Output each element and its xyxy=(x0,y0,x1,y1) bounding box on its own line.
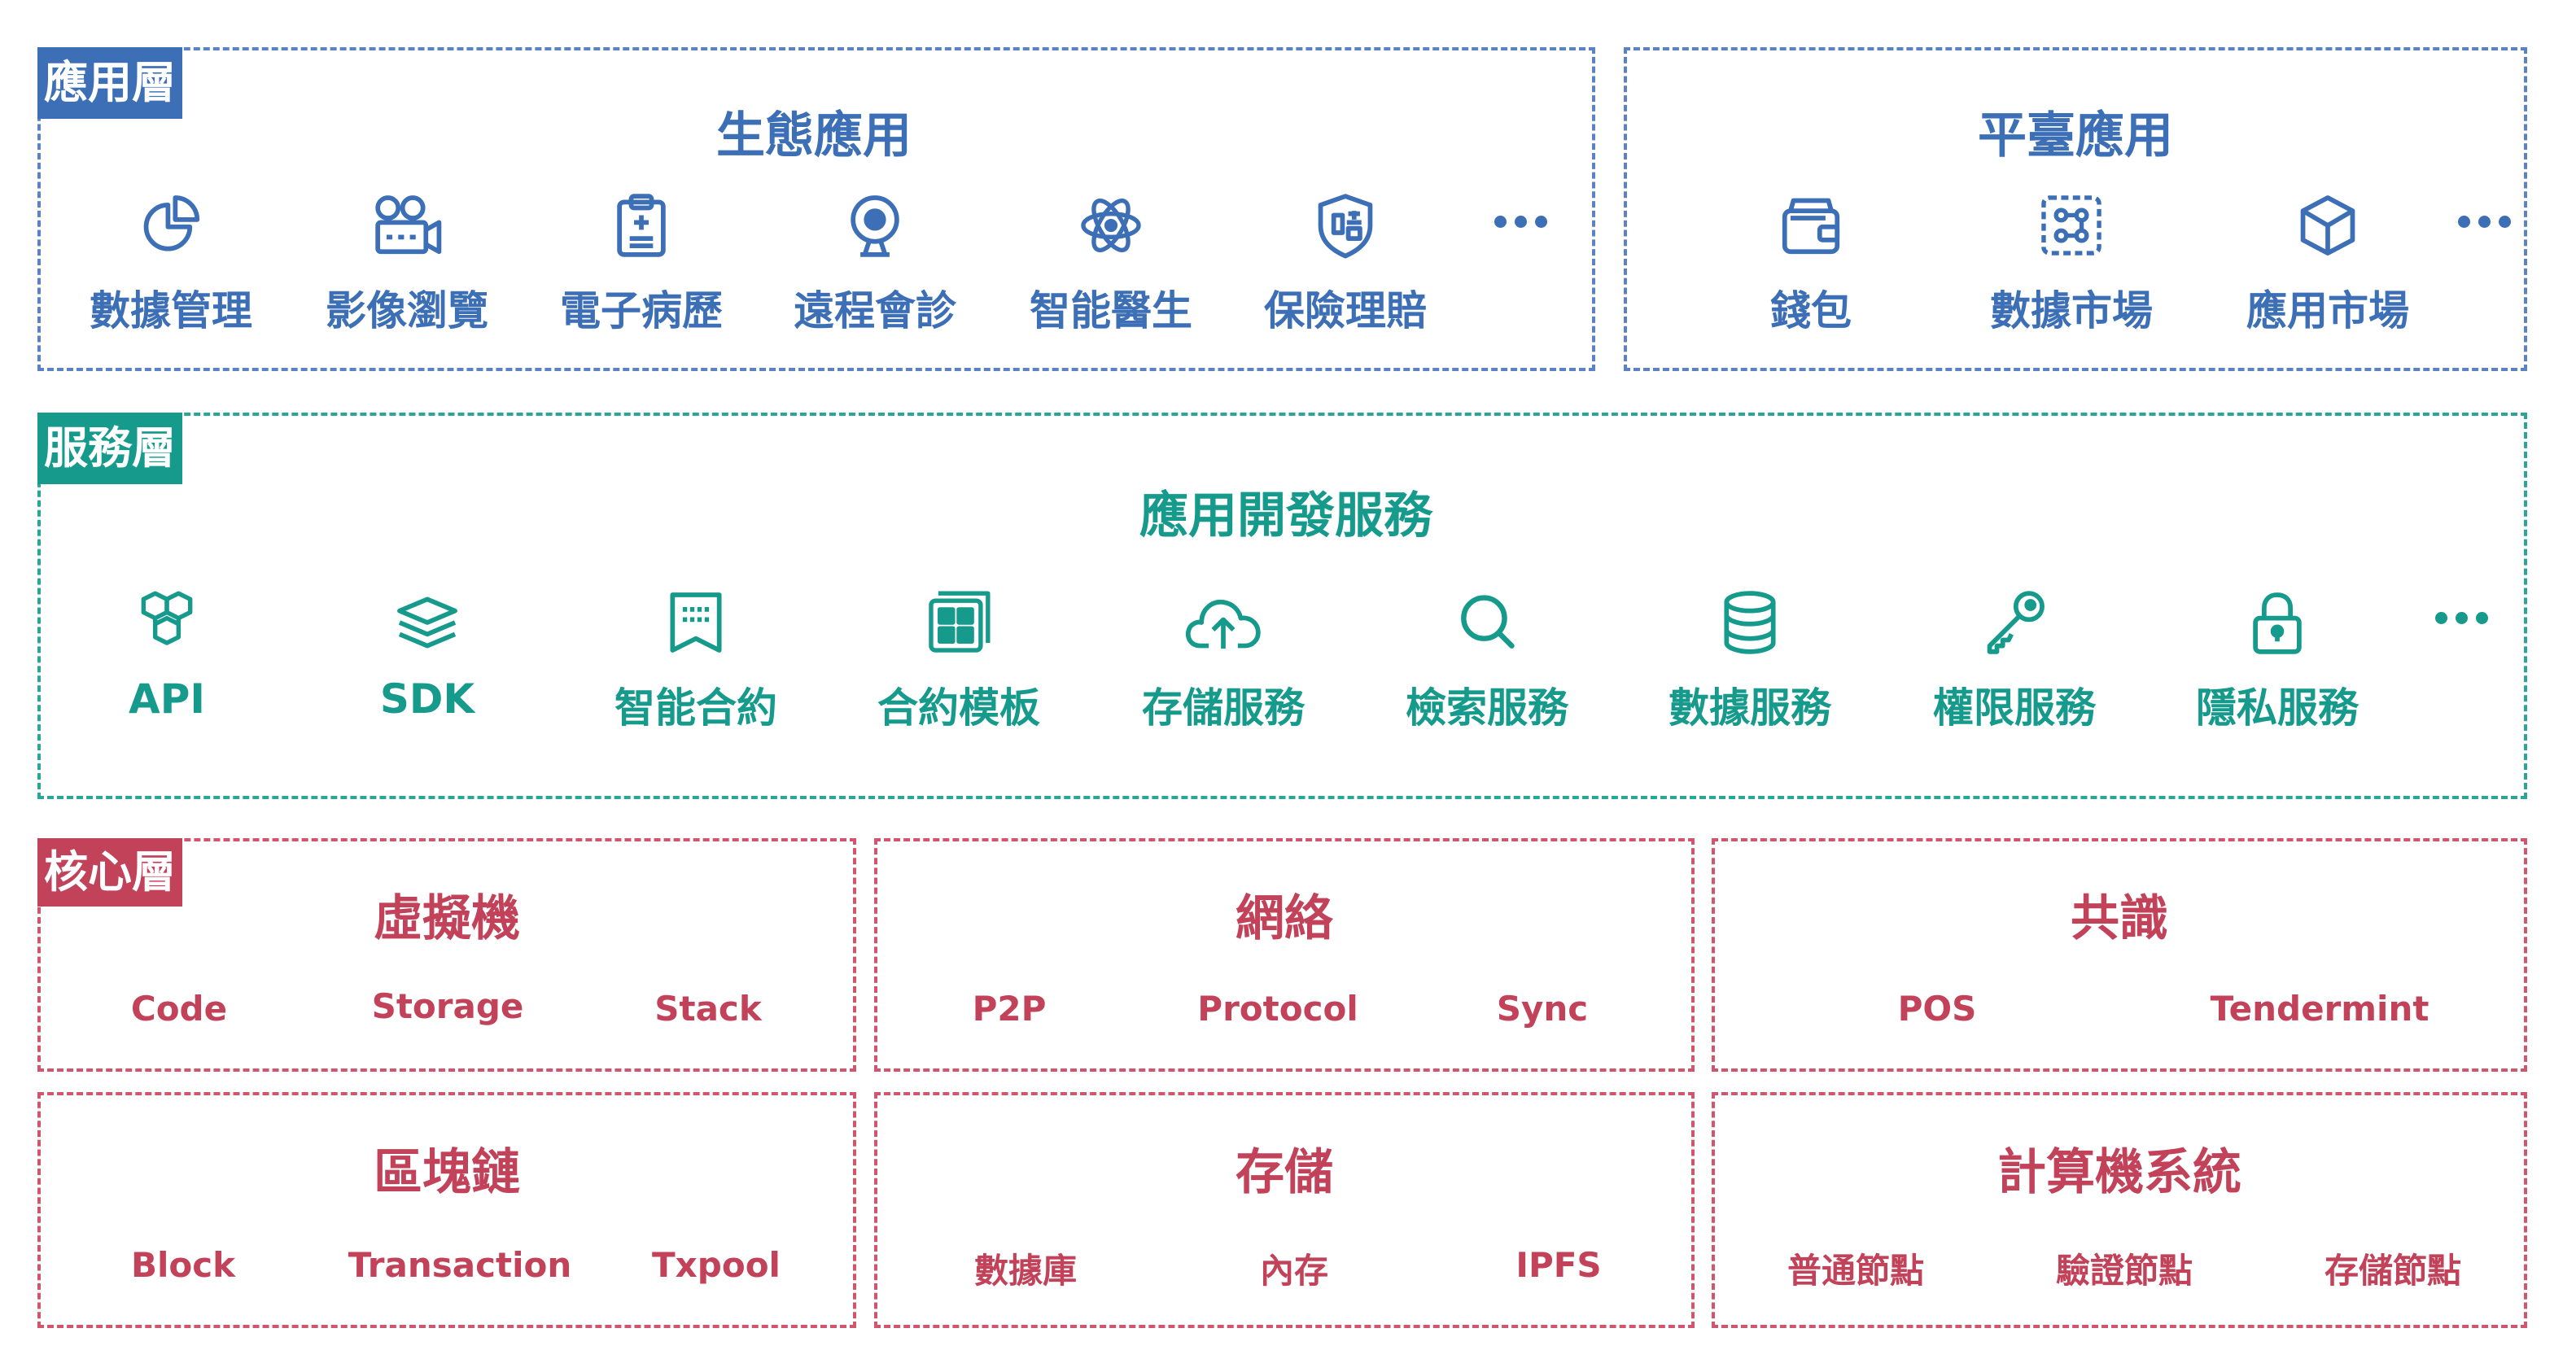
core-module-vm xyxy=(37,838,856,1072)
service-item-label: 智能合約 xyxy=(614,684,777,732)
app-item-remote-consultation[interactable]: 遠程會診 xyxy=(781,190,969,337)
core-module-title: 存儲 xyxy=(1236,1144,1333,1201)
core-module-title: 計算機系統 xyxy=(1997,1144,2241,1201)
core-module-title: 網絡 xyxy=(1236,890,1333,947)
ecosystem-apps-title: 生態應用 xyxy=(716,107,912,164)
more-dots-icon[interactable] xyxy=(2458,216,2511,228)
data-market-icon xyxy=(2041,195,2101,256)
app-item-label: 電子病歷 xyxy=(560,287,723,334)
clipboard-icon xyxy=(617,194,666,257)
key-icon xyxy=(1987,591,2045,654)
core-item: 數據庫 xyxy=(973,1251,1077,1291)
core-item: 內存 xyxy=(1259,1251,1328,1291)
template-grid-icon xyxy=(929,591,991,653)
core-module-blockchain xyxy=(37,1092,856,1328)
service-item-storage[interactable]: 存儲服務 xyxy=(1126,588,1321,734)
service-item-label: 數據服務 xyxy=(1668,684,1831,732)
ecosystem-apps-box xyxy=(37,47,1595,371)
core-item: Code xyxy=(130,989,228,1029)
more-dots-icon[interactable] xyxy=(1494,216,1547,228)
app-item-image-viewer[interactable]: 影像瀏覽 xyxy=(313,190,501,337)
application-layer-tag: 應用層 xyxy=(37,47,182,119)
more-dots-icon[interactable] xyxy=(2435,612,2488,624)
app-item-smart-doctor[interactable]: 智能醫生 xyxy=(1017,190,1205,337)
core-module-computer-system xyxy=(1712,1092,2527,1328)
core-item: P2P xyxy=(972,989,1047,1029)
service-item-permission[interactable]: 權限服務 xyxy=(1917,588,2112,734)
shield-icon xyxy=(1318,194,1373,259)
service-item-label: 隱私服務 xyxy=(2196,684,2359,732)
core-item: Block xyxy=(130,1245,236,1285)
service-item-sdk[interactable]: SDK xyxy=(342,588,513,723)
service-item-smart-contract[interactable]: 智能合約 xyxy=(598,588,794,734)
core-item: POS xyxy=(1897,989,1977,1029)
cloud-upload-icon xyxy=(1185,600,1261,649)
contract-icon xyxy=(670,592,722,653)
core-module-title: 共識 xyxy=(2071,890,2168,947)
app-item-insurance-claim[interactable]: 保險理賠 xyxy=(1252,190,1439,337)
service-item-label: API xyxy=(129,675,205,723)
atom-icon xyxy=(1081,198,1141,253)
core-item: IPFS xyxy=(1515,1245,1602,1285)
app-item-label: 遠程會診 xyxy=(794,287,956,334)
app-item-label: 影像瀏覽 xyxy=(326,287,488,334)
core-item: 普通節點 xyxy=(1787,1251,1924,1291)
search-icon xyxy=(1461,595,1515,649)
core-item: Tendermint xyxy=(2210,989,2429,1029)
core-item: Protocol xyxy=(1197,989,1358,1029)
app-item-data-management[interactable]: 數據管理 xyxy=(77,190,265,337)
service-item-api[interactable]: API xyxy=(81,588,252,723)
core-layer-tag: 核心層 xyxy=(37,838,182,907)
service-layer-box xyxy=(37,413,2527,799)
platform-item-data-market[interactable]: 數據市場 xyxy=(1966,190,2177,337)
database-icon xyxy=(1724,591,1776,654)
core-module-network xyxy=(874,838,1695,1072)
service-item-contract-template[interactable]: 合約模板 xyxy=(861,588,1056,734)
core-item: Storage xyxy=(371,986,524,1026)
app-dev-services-title: 應用開發服務 xyxy=(1139,487,1432,544)
video-camera-icon xyxy=(375,195,442,255)
cube-icon xyxy=(2300,195,2355,256)
layers-icon xyxy=(397,596,457,649)
app-item-label: 智能醫生 xyxy=(1030,287,1192,334)
webcam-icon xyxy=(851,195,899,257)
lock-icon xyxy=(2253,592,2302,654)
core-item: 存儲節點 xyxy=(2324,1251,2461,1291)
core-module-title: 虛擬機 xyxy=(374,890,520,947)
service-item-privacy[interactable]: 隱私服務 xyxy=(2180,588,2375,734)
service-item-label: 權限服務 xyxy=(1933,684,2096,732)
core-item: Transaction xyxy=(348,1245,572,1285)
service-item-label: SDK xyxy=(379,675,475,723)
core-module-title: 區塊鏈 xyxy=(374,1144,520,1201)
service-item-data[interactable]: 數據服務 xyxy=(1652,588,1848,734)
platform-item-wallet[interactable]: 錢包 xyxy=(1721,190,1900,337)
service-item-label: 檢索服務 xyxy=(1406,684,1568,732)
core-item: 驗證節點 xyxy=(2055,1251,2193,1291)
wallet-icon xyxy=(1782,198,1840,255)
app-item-label: 保險理賠 xyxy=(1264,287,1427,334)
app-item-label: 數據管理 xyxy=(90,287,252,334)
core-item: Stack xyxy=(654,989,762,1029)
platform-item-label: 錢包 xyxy=(1770,287,1852,334)
platform-apps-title: 平臺應用 xyxy=(1978,107,2173,164)
pie-chart-icon xyxy=(143,195,200,251)
hexagons-icon xyxy=(141,591,193,645)
platform-apps-box xyxy=(1624,47,2527,371)
service-layer-tag: 服務層 xyxy=(37,413,182,484)
service-item-search[interactable]: 檢索服務 xyxy=(1389,588,1585,734)
platform-item-app-market[interactable]: 應用市場 xyxy=(2222,190,2434,337)
service-item-label: 合約模板 xyxy=(877,684,1040,732)
core-module-storage xyxy=(874,1092,1695,1328)
core-module-consensus xyxy=(1712,838,2527,1072)
app-item-medical-record[interactable]: 電子病歷 xyxy=(548,190,735,337)
core-item: Txpool xyxy=(652,1245,781,1285)
platform-item-label: 應用市場 xyxy=(2246,287,2409,334)
core-item: Sync xyxy=(1496,989,1589,1029)
platform-item-label: 數據市場 xyxy=(1990,287,2153,334)
service-item-label: 存儲服務 xyxy=(1142,684,1305,732)
